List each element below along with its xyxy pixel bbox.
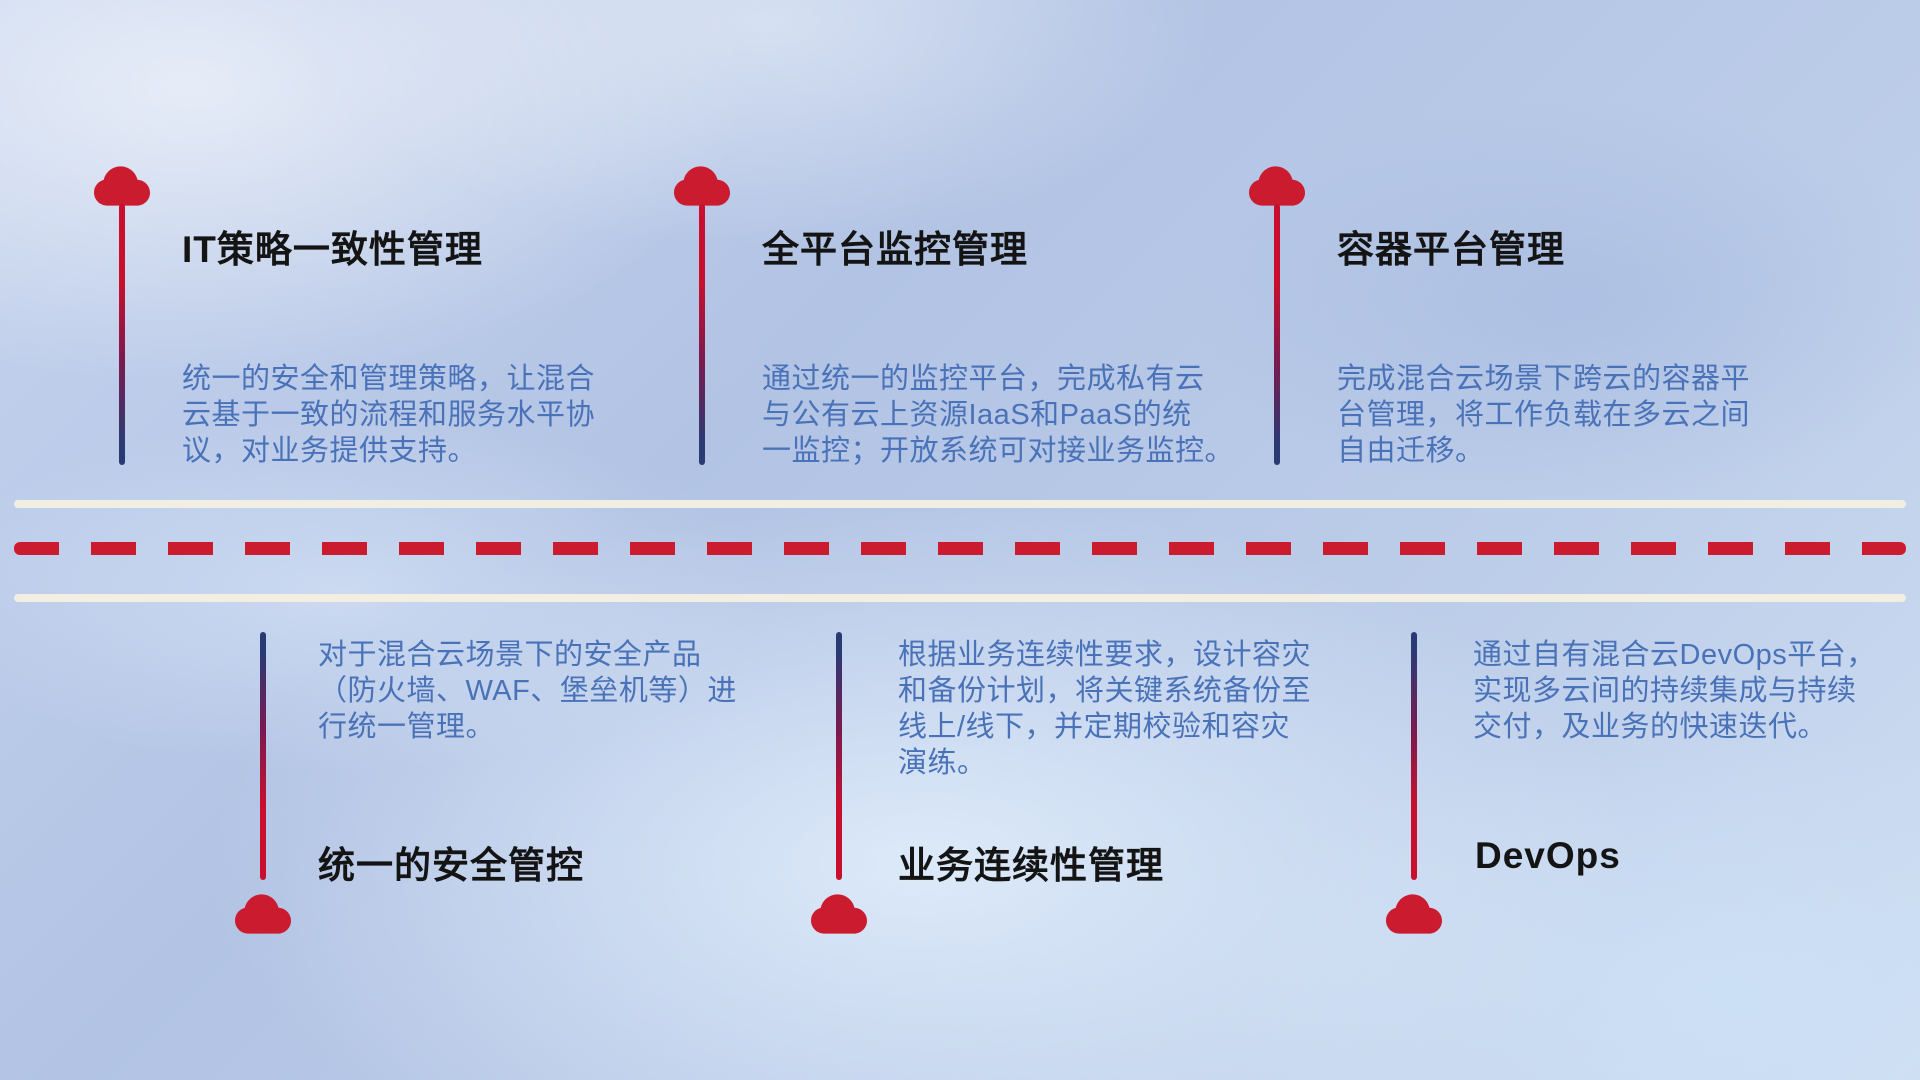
pin-stem-line: [699, 204, 705, 465]
pin-stem-line: [260, 632, 266, 880]
feature-description-container: 完成混合云场景下跨云的容器平 台管理，将工作负载在多云之间 自由迁移。: [1337, 363, 1751, 467]
feature-title-security: 统一的安全管控: [318, 845, 584, 886]
feature-description-it-policy: 统一的安全和管理策略，让混合 云基于一致的流程和服务水平协 议，对业务提供支持。: [182, 363, 596, 467]
pin-stem-line: [836, 632, 842, 880]
feature-title-continuity: 业务连续性管理: [898, 845, 1164, 886]
feature-title-monitoring: 全平台监控管理: [762, 229, 1028, 270]
feature-title-devops: DevOps: [1475, 835, 1621, 876]
road-top-line: [14, 500, 1906, 508]
cloud-icon: [1386, 894, 1442, 934]
cloud-icon: [674, 166, 730, 206]
feature-description-monitoring: 通过统一的监控平台，完成私有云 与公有云上资源IaaS和PaaS的统 一监控；开…: [762, 363, 1235, 467]
cloud-icon: [94, 166, 150, 206]
road-dashed-center-line: [14, 542, 1906, 555]
pin-stem-line: [1411, 632, 1417, 880]
cloud-icon: [235, 894, 291, 934]
pin-stem-line: [1274, 204, 1280, 465]
feature-title-it-policy: IT策略一致性管理: [182, 229, 483, 270]
cloud-icon: [1249, 166, 1305, 206]
feature-description-security: 对于混合云场景下的安全产品 （防火墙、WAF、堡垒机等）进 行统一管理。: [318, 639, 737, 743]
road-bottom-line: [14, 594, 1906, 602]
feature-description-devops: 通过自有混合云DevOps平台， 实现多云间的持续集成与持续 交付，及业务的快速…: [1473, 639, 1876, 743]
feature-description-continuity: 根据业务连续性要求，设计容灾 和备份计划，将关键系统备份至 线上/线下，并定期校…: [898, 639, 1312, 779]
cloud-icon: [811, 894, 867, 934]
feature-title-container: 容器平台管理: [1337, 229, 1565, 270]
pin-stem-line: [119, 204, 125, 465]
